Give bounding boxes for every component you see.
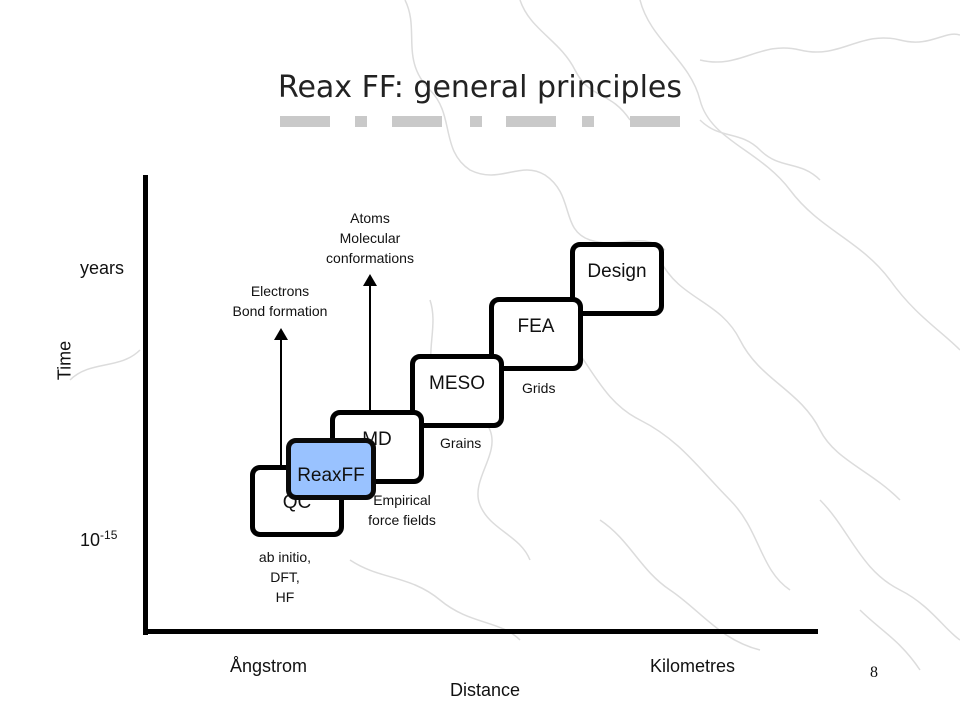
- atoms-note: Atoms Molecular conformations: [300, 208, 440, 268]
- electrons-note-line2: Bond formation: [232, 303, 328, 319]
- electrons-arrowhead-icon: [274, 328, 288, 340]
- y-bottom-exponent: -15: [100, 528, 118, 542]
- abinitio-note-line2: DFT,: [270, 569, 300, 585]
- y-axis-label: Time: [54, 340, 75, 381]
- electrons-arrow: [280, 336, 282, 472]
- x-axis-left-label: Ångstrom: [230, 656, 308, 676]
- y-axis-top-label: years: [80, 258, 125, 278]
- grids-note: Grids: [522, 380, 556, 396]
- atoms-note-line3: conformations: [326, 250, 414, 266]
- abinitio-note-line3: HF: [275, 589, 295, 605]
- meso-box: MESO: [410, 354, 504, 428]
- grains-note: Grains: [440, 435, 482, 451]
- abinitio-note-line1: ab initio,: [258, 549, 312, 565]
- y-axis-line: [143, 175, 148, 635]
- atoms-note-line2: Molecular: [339, 230, 401, 246]
- electrons-note-line1: Electrons: [250, 283, 310, 299]
- page-number: 8: [870, 664, 878, 681]
- atoms-note-line1: Atoms: [350, 210, 390, 226]
- abinitio-note: ab initio, DFT, HF: [230, 547, 340, 607]
- empirical-note-line1: Empirical: [373, 492, 431, 508]
- title-underline-bars: [280, 116, 680, 128]
- atoms-arrow: [369, 282, 371, 416]
- atoms-arrowhead-icon: [363, 274, 377, 286]
- reaxff-box: ReaxFF: [286, 438, 376, 500]
- design-box: Design: [570, 242, 664, 316]
- y-bottom-base: 10: [80, 530, 101, 550]
- x-axis-right-label: Kilometres: [650, 656, 736, 676]
- slide-title: Reax FF: general principles: [277, 70, 683, 105]
- x-axis-label: Distance: [450, 680, 521, 700]
- x-axis-line: [143, 629, 818, 634]
- electrons-note: Electrons Bond formation: [200, 281, 360, 321]
- y-axis-bottom-label: 10-15: [80, 528, 117, 551]
- fea-box: FEA: [489, 297, 583, 371]
- empirical-note: Empirical force fields: [342, 490, 462, 530]
- empirical-note-line2: force fields: [368, 512, 436, 528]
